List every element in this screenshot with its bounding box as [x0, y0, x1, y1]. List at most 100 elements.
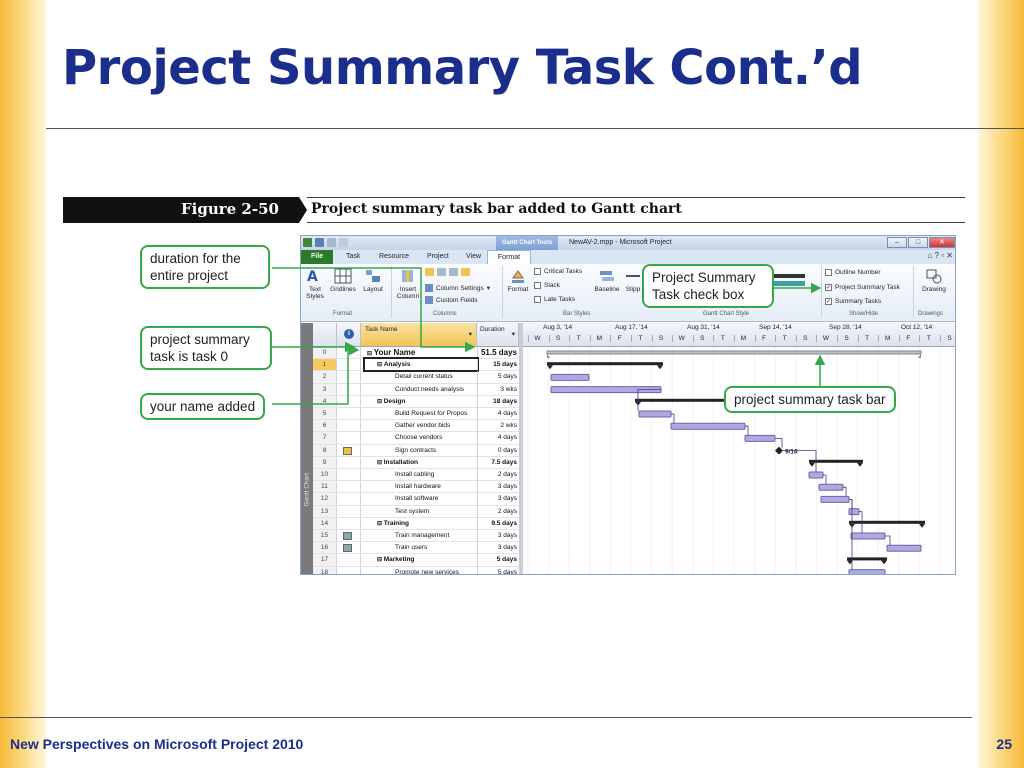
text-styles-button[interactable]: A Text Styles: [306, 269, 324, 300]
align-right-icon[interactable]: [449, 268, 458, 276]
task-name-cell[interactable]: ⊟ Training: [377, 519, 409, 527]
custom-fields-button[interactable]: Custom Fields: [425, 296, 478, 304]
task-duration-cell[interactable]: 4 days: [477, 432, 519, 444]
task-name-cell[interactable]: Conduct needs analysis: [395, 385, 465, 393]
collapse-icon[interactable]: ⊟: [377, 362, 384, 369]
task-name-cell[interactable]: ⊟ Marketing: [377, 556, 415, 564]
task-name-cell[interactable]: Build Request for Propos: [395, 410, 468, 417]
task-name-cell[interactable]: Detail current status: [395, 373, 453, 381]
baseline-button[interactable]: Baseline: [592, 268, 622, 293]
task-duration-cell[interactable]: 5 days: [477, 371, 519, 383]
tab-file[interactable]: File: [301, 250, 333, 264]
critical-tasks-checkbox[interactable]: Critical Tasks: [534, 268, 582, 275]
redo-icon[interactable]: [339, 238, 348, 247]
outline-number-checkbox[interactable]: Outline Number: [825, 269, 881, 276]
insert-column-button[interactable]: Insert Column: [394, 268, 422, 300]
task-duration-cell[interactable]: 51.5 days: [477, 347, 519, 359]
task-name-cell[interactable]: Install software: [395, 495, 439, 503]
wrap-text-icon[interactable]: [461, 268, 470, 276]
task-name-cell[interactable]: Gather vendor bids: [395, 422, 451, 430]
gantt-style-gallery[interactable]: [771, 272, 805, 292]
task-name-column-header[interactable]: Task Name ▾: [361, 323, 477, 347]
duration-column-header[interactable]: Duration ▾: [477, 323, 519, 347]
tab-format[interactable]: Format: [487, 250, 531, 264]
task-name-cell[interactable]: Sign contracts: [395, 446, 437, 454]
task-duration-cell[interactable]: 3 days: [477, 530, 519, 542]
gridlines-button[interactable]: Gridlines: [329, 268, 357, 293]
late-tasks-checkbox[interactable]: Late Tasks: [534, 296, 575, 303]
task-duration-cell[interactable]: 9.5 days: [477, 517, 519, 529]
project-summary-task-checkbox[interactable]: ✓Project Summary Task: [825, 284, 900, 291]
help-icon[interactable]: ⌂ ? ▫ ✕: [927, 251, 954, 260]
tab-view[interactable]: View: [466, 253, 482, 260]
format-bar-button[interactable]: Format: [505, 268, 531, 293]
task-name-cell[interactable]: Train management: [395, 532, 450, 539]
tab-resource[interactable]: Resource: [379, 253, 409, 260]
pane-divider[interactable]: [519, 323, 523, 574]
task-duration-cell[interactable]: 3 days: [477, 481, 519, 493]
summary-tasks-checkbox[interactable]: ✓Summary Tasks: [825, 298, 882, 305]
align-buttons[interactable]: [425, 268, 470, 276]
task-name-cell[interactable]: Train users: [395, 544, 428, 552]
slack-checkbox[interactable]: Slack: [534, 282, 560, 289]
task-duration-cell[interactable]: 3 days: [477, 493, 519, 505]
task-duration-cell[interactable]: 7.5 days: [477, 456, 519, 468]
tab-task[interactable]: Task: [346, 253, 361, 260]
maximize-icon[interactable]: □: [908, 237, 928, 248]
task-duration-cell[interactable]: 0 days: [477, 444, 519, 456]
undo-icon[interactable]: [327, 238, 336, 247]
task-duration-cell[interactable]: 15 days: [477, 359, 519, 371]
collapse-icon[interactable]: ⊟: [377, 557, 384, 564]
task-name-cell[interactable]: Test system: [395, 507, 430, 515]
tab-project[interactable]: Project: [427, 253, 449, 260]
task-name-cell[interactable]: ⊟ Analysis: [363, 357, 479, 373]
task-name-cell[interactable]: Promote new services: [395, 568, 459, 575]
task-duration-cell[interactable]: 5 days: [477, 554, 519, 566]
id-column-header[interactable]: [313, 323, 337, 347]
save-icon[interactable]: [315, 238, 324, 247]
task-name-cell[interactable]: Install hardware: [395, 483, 441, 491]
minimize-icon[interactable]: –: [887, 237, 907, 248]
task-duration-cell[interactable]: 2 days: [477, 505, 519, 517]
align-center-icon[interactable]: [437, 268, 446, 276]
layout-button[interactable]: Layout: [361, 268, 385, 293]
task-name-cell[interactable]: Install cabling: [395, 471, 435, 478]
task-name-cell[interactable]: ⊟ Installation: [377, 458, 419, 466]
task-duration-cell[interactable]: 3 days: [477, 542, 519, 554]
drawing-button[interactable]: Drawing: [915, 268, 953, 293]
column-settings-button[interactable]: Column Settings ▾: [425, 284, 490, 292]
task-duration-cell[interactable]: 2 wks: [477, 420, 519, 432]
collapse-icon[interactable]: ⊟: [377, 459, 384, 466]
align-left-icon[interactable]: [425, 268, 434, 276]
task-duration-cell[interactable]: 2 days: [477, 469, 519, 481]
close-icon[interactable]: ✕: [929, 237, 955, 248]
task-duration-cell[interactable]: 18 days: [477, 395, 519, 407]
task-duration-cell[interactable]: 3 wks: [477, 383, 519, 395]
task-duration-cell[interactable]: 5 days: [477, 566, 519, 574]
slippage-button[interactable]: Slipp: [622, 268, 644, 293]
task-name-cell[interactable]: ⊟ Your Name: [367, 348, 416, 357]
task-name-cell[interactable]: ⊟ Design: [377, 397, 406, 405]
task-duration-cell[interactable]: 4 days: [477, 408, 519, 420]
collapse-icon[interactable]: ⊟: [377, 520, 384, 527]
collapse-icon[interactable]: ⊟: [377, 398, 384, 405]
